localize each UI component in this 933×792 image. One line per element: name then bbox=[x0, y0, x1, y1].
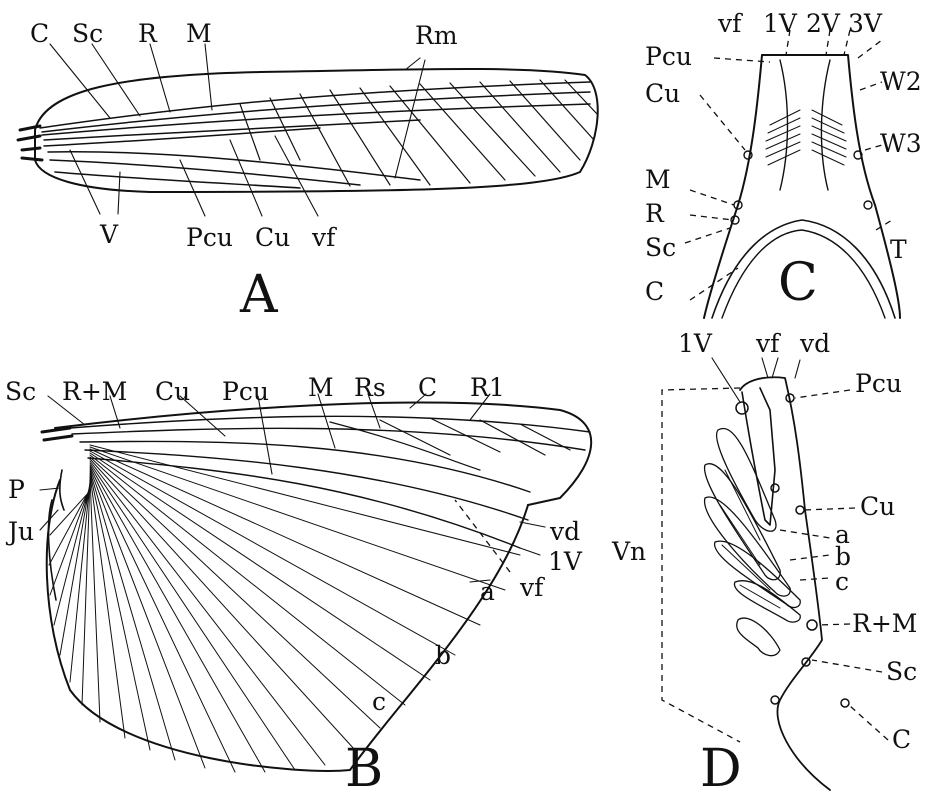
label-C: C bbox=[418, 373, 437, 402]
label-W3: W3 bbox=[880, 129, 922, 158]
label-1V: 1V bbox=[548, 547, 583, 576]
label-Pcu: Pcu bbox=[645, 42, 692, 71]
label-Sc: Sc bbox=[886, 657, 917, 686]
label-Sc: Sc bbox=[645, 233, 676, 262]
panel-c-thorax: vf 1V 2V 3V Pcu Cu W2 W3 M R Sc C T C bbox=[645, 9, 922, 318]
label-Sc: Sc bbox=[72, 19, 103, 48]
label-vf: vf bbox=[311, 223, 337, 252]
label-Rm: Rm bbox=[415, 21, 458, 50]
label-Cu: Cu bbox=[255, 223, 290, 252]
label-C: C bbox=[30, 19, 49, 48]
label-Vn: Vn bbox=[611, 537, 646, 566]
label-C: C bbox=[645, 277, 664, 306]
panel-b-hindwing: Sc R+M Cu Pcu M Rs C R1 P Ju vd 1V a vf … bbox=[5, 373, 591, 792]
label-c: c bbox=[835, 567, 849, 596]
label-Cu: Cu bbox=[155, 377, 190, 406]
label-Cu: Cu bbox=[860, 492, 895, 521]
label-1V: 1V bbox=[763, 9, 798, 38]
label-Pcu: Pcu bbox=[855, 369, 902, 398]
label-W2: W2 bbox=[880, 67, 922, 96]
label-C: C bbox=[892, 725, 911, 754]
label-Pcu: Pcu bbox=[222, 377, 269, 406]
label-vd: vd bbox=[799, 329, 830, 358]
label-vf: vf bbox=[519, 573, 545, 602]
label-a: a bbox=[480, 577, 495, 606]
label-vd: vd bbox=[549, 517, 580, 546]
panel-letter-D: D bbox=[700, 739, 742, 792]
label-c: c bbox=[372, 687, 386, 716]
panel-a-forewing: C Sc R M Rm V Pcu Cu vf A bbox=[18, 19, 598, 325]
label-vf: vf bbox=[755, 329, 781, 358]
label-R: R bbox=[138, 19, 158, 48]
label-P: P bbox=[8, 475, 25, 504]
label-M: M bbox=[645, 165, 671, 194]
label-V: V bbox=[99, 220, 119, 249]
label-R1: R1 bbox=[470, 373, 505, 402]
label-1V: 1V bbox=[678, 329, 713, 358]
label-Pcu: Pcu bbox=[186, 223, 233, 252]
label-3V: 3V bbox=[848, 9, 883, 38]
panel-letter-A: A bbox=[239, 265, 279, 325]
label-R: R bbox=[645, 199, 665, 228]
label-Ju: Ju bbox=[5, 517, 34, 546]
label-Rs: Rs bbox=[354, 373, 386, 402]
label-M: M bbox=[186, 19, 212, 48]
label-T: T bbox=[890, 235, 907, 264]
panel-d-axillary: 1V vf vd Pcu Cu a b c R+M Sc C Vn D bbox=[611, 329, 917, 792]
label-2V: 2V bbox=[806, 9, 841, 38]
label-vf: vf bbox=[717, 9, 743, 38]
label-R+M: R+M bbox=[62, 377, 127, 406]
panel-letter-B: B bbox=[345, 739, 383, 792]
label-M: M bbox=[308, 373, 334, 402]
label-Cu: Cu bbox=[645, 79, 680, 108]
panel-letter-C: C bbox=[778, 253, 818, 313]
label-Sc: Sc bbox=[5, 377, 36, 406]
label-b: b bbox=[435, 641, 451, 670]
label-R+M: R+M bbox=[852, 609, 917, 638]
